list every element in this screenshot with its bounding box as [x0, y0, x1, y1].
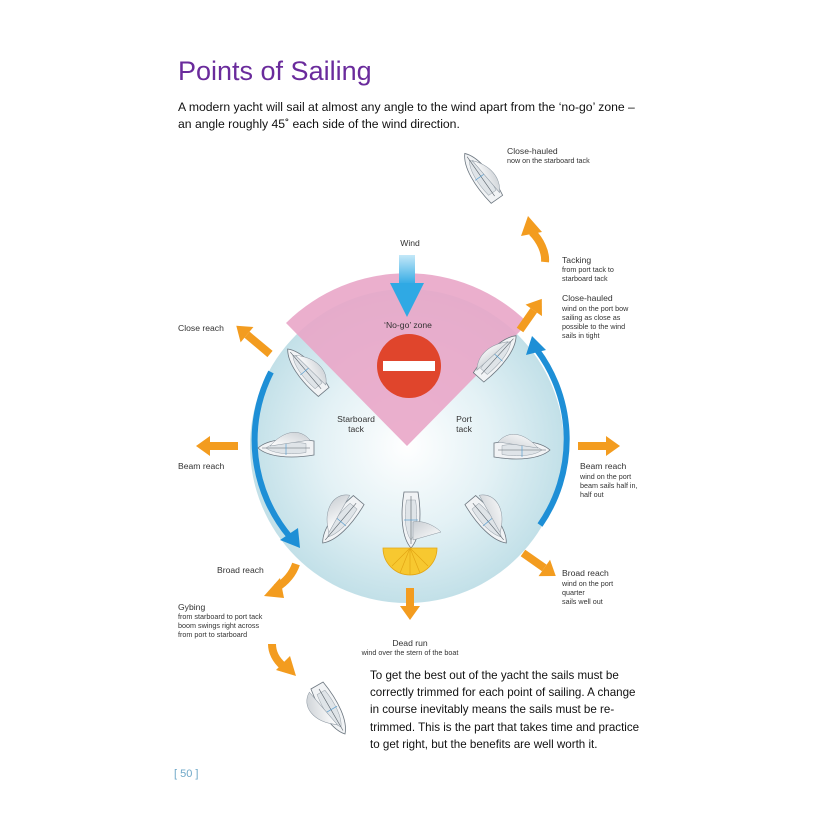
intro-text: A modern yacht will sail at almost any a…	[178, 100, 635, 131]
broad-reach-right-sub: wind on the port quarter sails well out	[562, 579, 614, 606]
close-reach-arrow	[236, 325, 273, 358]
wind-label: Wind	[400, 238, 420, 248]
orange-arrows	[196, 298, 620, 620]
tacking-arrow	[521, 216, 550, 263]
close-reach-label: Close reach	[178, 323, 224, 333]
beam-reach-right-sub: wind on the port beam sails half in, hal…	[580, 472, 638, 499]
close-hauled-top-sub: now on the starboard tack	[507, 156, 590, 165]
gybing-arrow	[264, 562, 300, 676]
beam-reach-right-arrow	[578, 436, 620, 456]
starboard-tack-label: Starboard tack	[337, 414, 375, 434]
page-title: Points of Sailing	[178, 56, 372, 86]
close-hauled-port-arrow	[516, 298, 542, 333]
close-hauled-port-label: Close-hauled	[562, 293, 613, 303]
boat-gybing	[306, 680, 354, 739]
boat-broad-reach-left	[315, 493, 366, 550]
no-entry-icon	[377, 334, 441, 398]
boat-broad-reach-right	[463, 493, 514, 550]
boat-close-reach	[280, 342, 331, 399]
page-number: [ 50 ]	[174, 768, 199, 780]
broad-reach-left-label: Broad reach	[217, 565, 264, 575]
port-tack-curve-arrow	[526, 336, 570, 527]
wind-arrow	[390, 255, 424, 317]
port-tack-label: Port tack	[456, 414, 472, 434]
starboard-tack-curve-arrow	[251, 370, 300, 548]
boat-beam-reach-left	[257, 432, 315, 458]
beam-reach-left-label: Beam reach	[178, 461, 225, 471]
boat-close-hauled-starboard	[457, 147, 505, 205]
close-hauled-port-sub: wind on the port bow sailing as close as…	[562, 304, 629, 340]
tacking-label: Tacking	[562, 255, 592, 265]
no-go-zone-label: ‘No-go’ zone	[384, 320, 432, 330]
beam-reach-left-arrow	[196, 436, 238, 456]
broad-reach-right-arrow	[520, 549, 556, 577]
beam-reach-right-label: Beam reach	[580, 461, 627, 471]
boat-beam-reach-right	[493, 434, 551, 460]
close-hauled-top-label: Close-hauled	[507, 146, 558, 156]
trim-note: To get the best out of the yacht the sai…	[370, 669, 640, 751]
dead-run-fan	[382, 547, 438, 576]
boat-close-hauled-port	[471, 329, 524, 384]
boat-dead-run	[401, 491, 442, 549]
tacking-sub: from port tack to starboard tack	[562, 265, 614, 283]
dead-run-sub: wind over the stern of the boat	[361, 648, 459, 657]
gybing-sub: from starboard to port tack boom swings …	[178, 612, 263, 639]
broad-reach-right-label: Broad reach	[562, 568, 609, 578]
dead-run-label: Dead run	[392, 638, 428, 648]
gybing-label: Gybing	[178, 602, 206, 612]
dead-run-arrow	[400, 588, 420, 620]
